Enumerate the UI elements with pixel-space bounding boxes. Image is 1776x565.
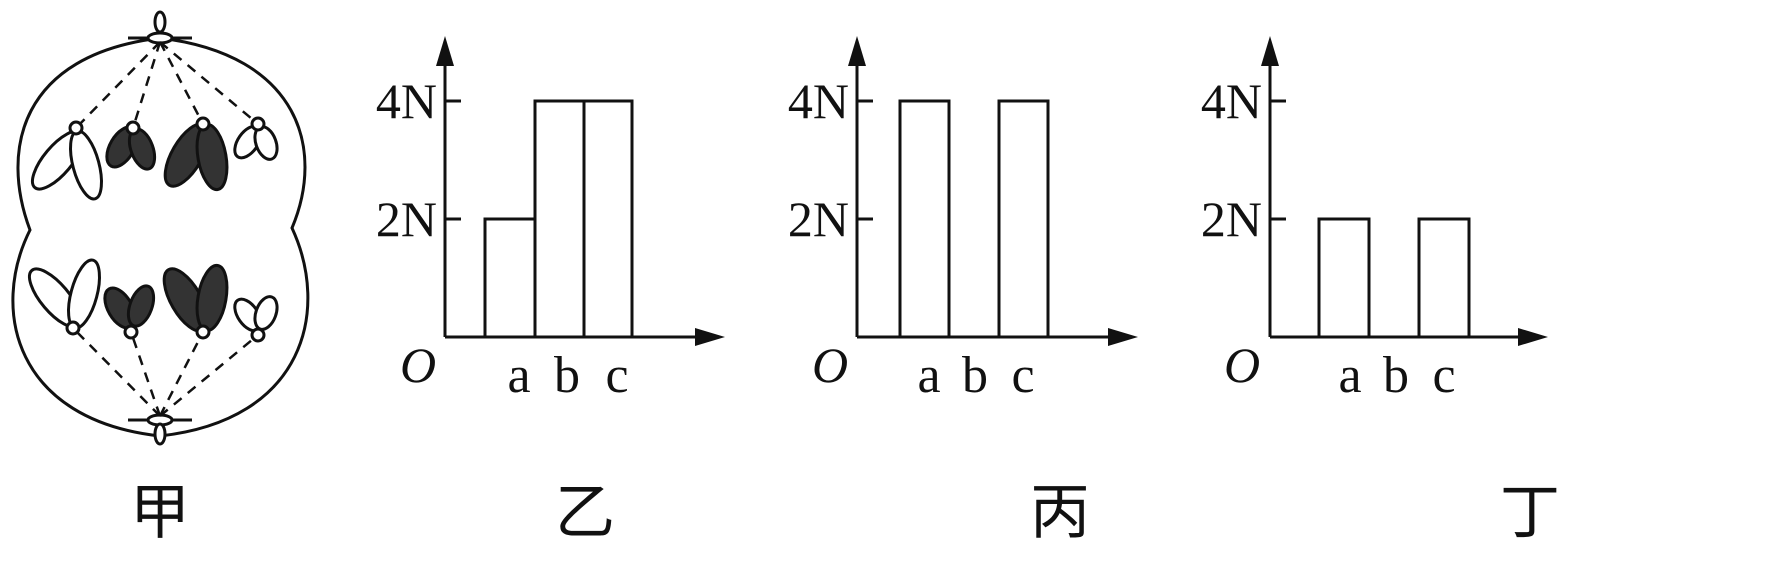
x-axis-arrow (1518, 328, 1548, 346)
spindle-fibers (72, 41, 259, 417)
chromosomes-top (30, 116, 279, 201)
y-axis-arrow (848, 36, 866, 66)
y-tick-label: 4N (376, 73, 437, 129)
bar-c (997, 99, 1050, 339)
bar-c (1417, 217, 1471, 339)
centrosome-top (128, 10, 192, 45)
category-label-c: c (1432, 347, 1455, 404)
category-label-b: b (1383, 347, 1409, 404)
x-axis-arrow (1108, 328, 1138, 346)
y-tick-label: 2N (376, 191, 437, 247)
category-label-b: b (962, 347, 988, 404)
y-tick-label: 2N (788, 191, 849, 247)
label-jia: 甲 (130, 478, 190, 548)
category-label-a: a (1338, 347, 1361, 404)
y-axis-arrow (1261, 36, 1279, 66)
bar-a (483, 217, 537, 339)
origin-label: O (812, 337, 848, 393)
label-yi: 乙 (555, 478, 615, 548)
category-label-a: a (507, 347, 530, 404)
chromosomes-bottom (27, 258, 279, 343)
bar-c (582, 99, 634, 339)
category-label-a: a (917, 347, 940, 404)
origin-label: O (400, 337, 436, 393)
category-label-c: c (605, 347, 628, 404)
y-tick-label: 2N (1201, 191, 1262, 247)
y-tick-label: 4N (1201, 73, 1262, 129)
category-label-c: c (1011, 347, 1034, 404)
origin-label: O (1224, 337, 1260, 393)
bar-a (898, 99, 951, 339)
bar-a (1317, 217, 1371, 339)
bar-b (533, 99, 586, 339)
category-label-b: b (554, 347, 580, 404)
label-ding: 丁 (1500, 478, 1560, 548)
label-bing: 丙 (1030, 478, 1090, 548)
x-axis-arrow (695, 328, 725, 346)
cell-membrane (11, 36, 310, 438)
centrosome-bottom (128, 413, 192, 446)
cell-diagram (11, 10, 310, 446)
y-tick-label: 4N (788, 73, 849, 129)
y-axis-arrow (436, 36, 454, 66)
